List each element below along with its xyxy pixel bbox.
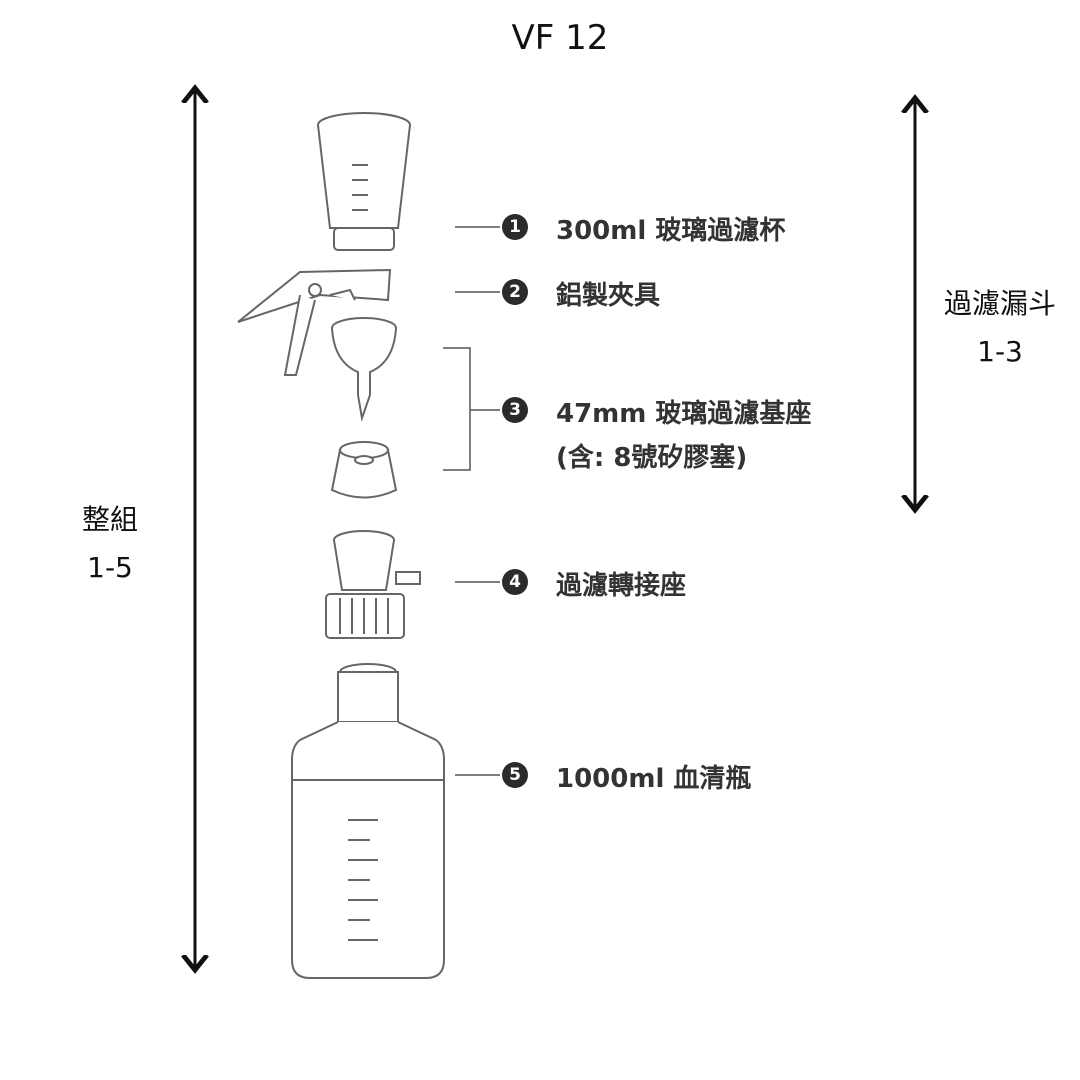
funnel-name: 過濾漏斗 [943,287,1056,320]
part-label-5: 1000ml 血清瓶 [556,764,752,794]
part-number-4: 4 [502,569,528,595]
part-label-1: 300ml 玻璃過濾杯 [556,216,786,246]
bottle [291,663,445,979]
part-number-2: 2 [502,279,528,305]
part-label-2: 鋁製夾具 [556,281,661,311]
filter-cup [317,112,411,251]
filter-base [331,317,397,422]
part-label-4: 過濾轉接座 [556,571,687,601]
stopper [330,441,398,499]
adapter [325,530,421,639]
diagram-title: VF 12 [511,18,609,58]
part-number-3: 3 [502,397,528,423]
part-number-5: 5 [502,762,528,788]
part-label-3: 47mm 玻璃過濾基座 [556,399,812,429]
part-number-1: 1 [502,214,528,240]
clamp [237,268,392,376]
funnel-label: 過濾漏斗 1-3 [930,280,1070,376]
funnel-range: 1-3 [977,335,1023,368]
full-set-range: 1-5 [87,551,133,584]
part-sublabel-3: (含: 8號矽膠塞) [556,443,748,473]
full-set-name: 整組 [81,503,138,536]
full-set-label: 整組 1-5 [60,496,160,592]
